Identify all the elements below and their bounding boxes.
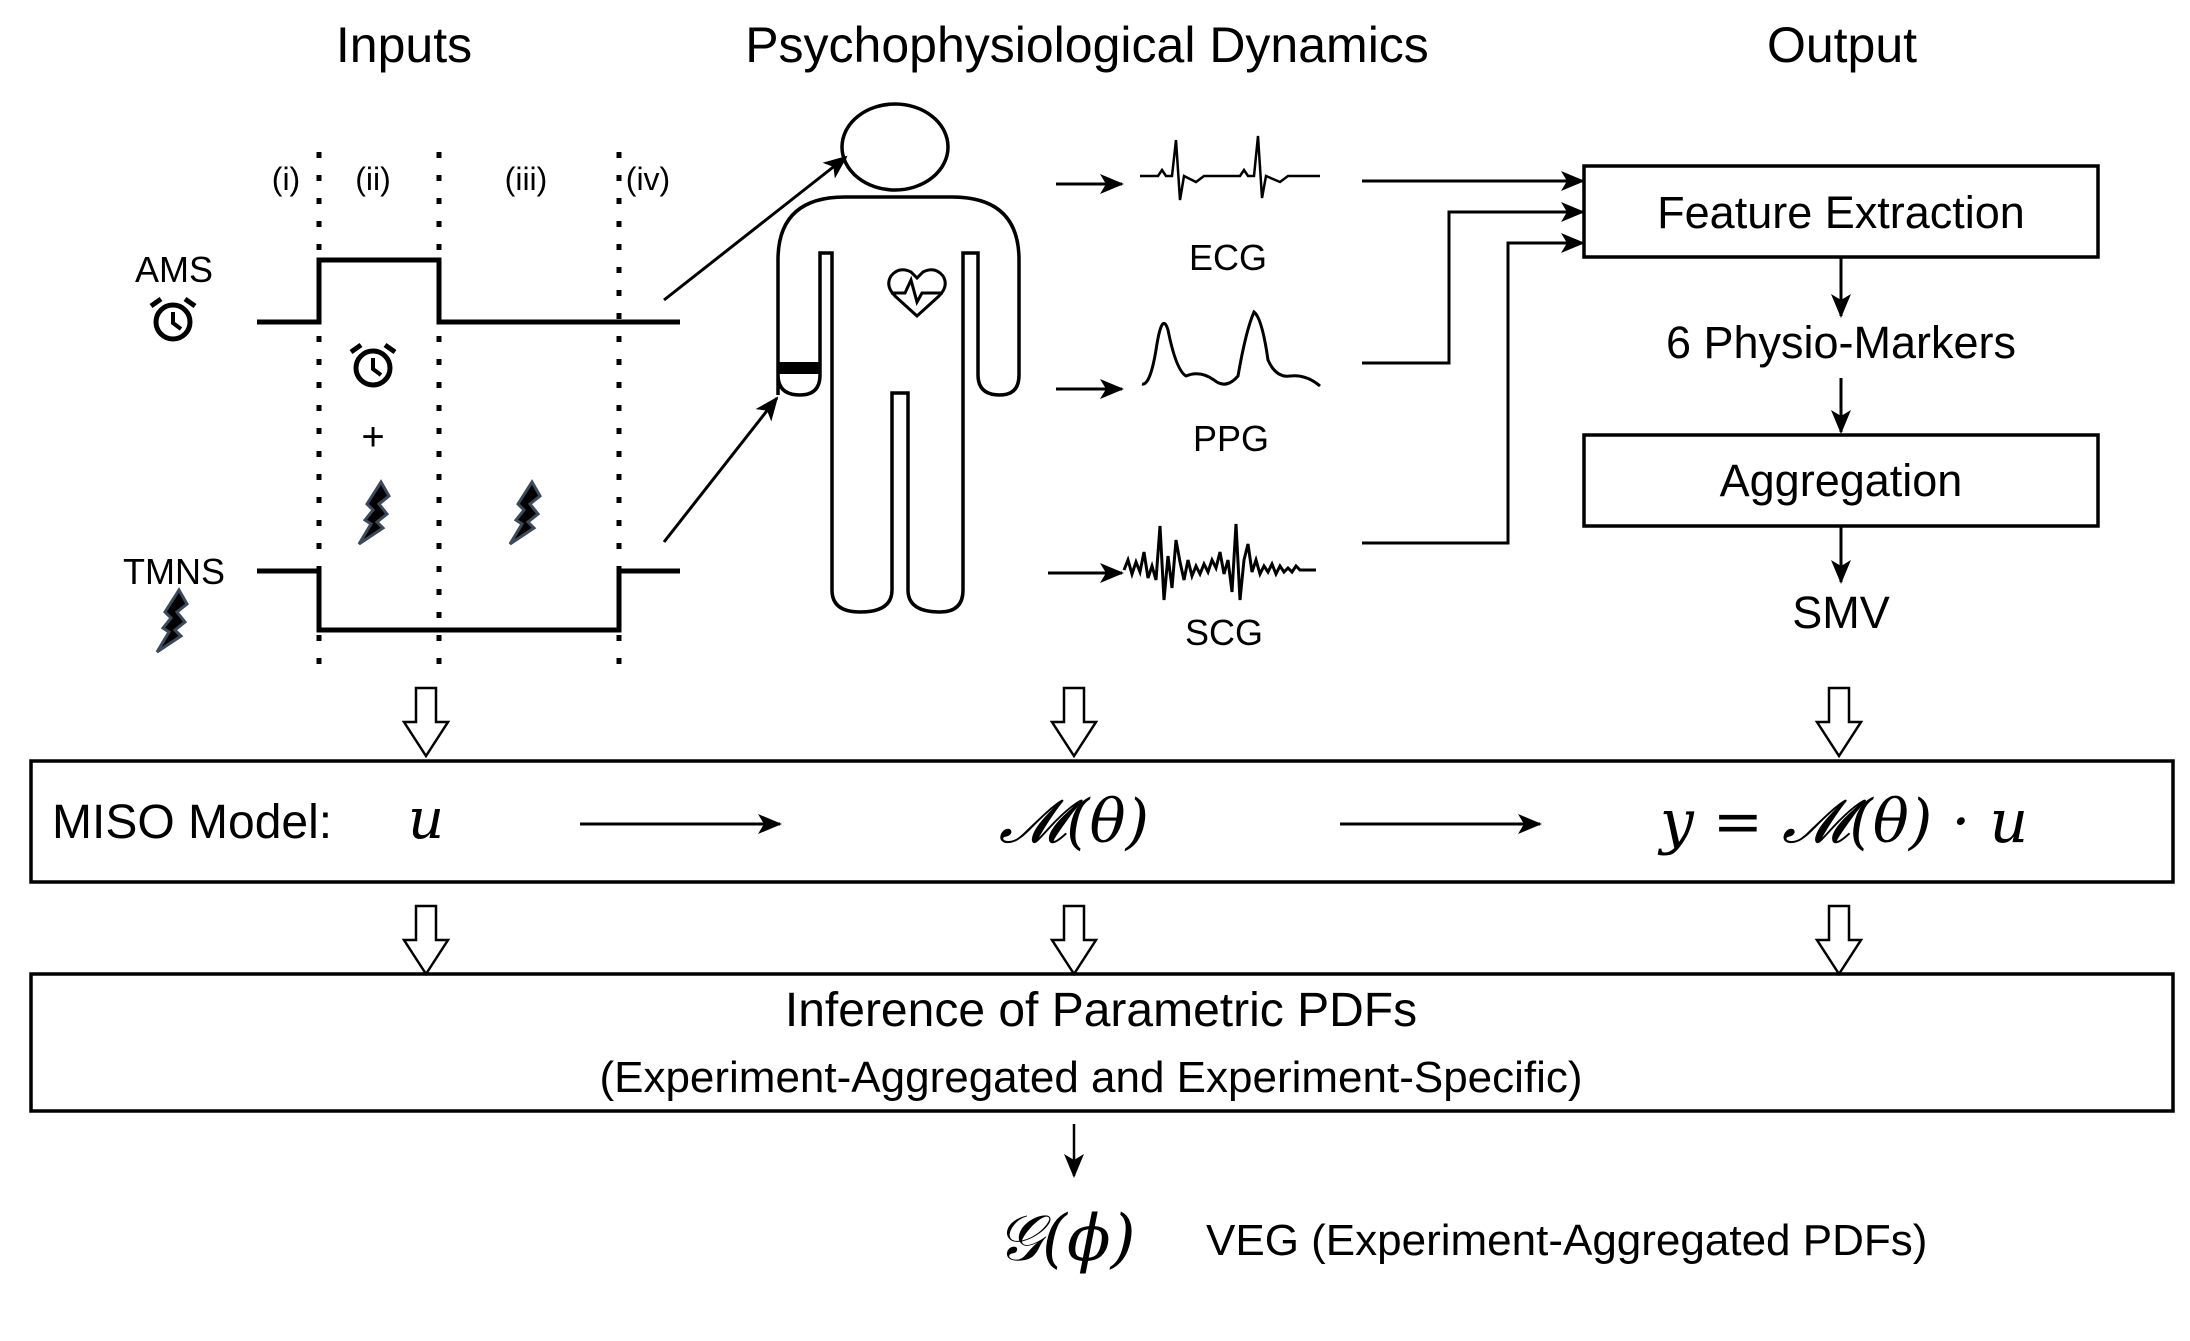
alarm-clock-icon: [151, 299, 195, 339]
plus-sign: +: [361, 415, 384, 459]
aggregation-label: Aggregation: [1720, 455, 1963, 506]
result-description: VEG (Experiment-Aggregated PDFs): [1206, 1216, 1927, 1265]
inference-subtitle: (Experiment-Aggregated and Experiment-Sp…: [599, 1053, 1582, 1102]
miso-model-box: MISO Model: u 𝓜(θ) y = 𝓜(θ) · u: [29, 759, 2175, 884]
header-dynamics: Psychophysiological Dynamics: [745, 17, 1429, 73]
feature-extraction-label: Feature Extraction: [1657, 187, 2025, 238]
ecg-waveform: [1140, 135, 1320, 201]
inference-box: Inference of Parametric PDFs (Experiment…: [29, 972, 2175, 1113]
scg-label: SCG: [1185, 612, 1263, 653]
heart-pulse-icon: [887, 268, 947, 319]
arrow-ams-to-head: [663, 155, 848, 302]
miso-output-equation: y = 𝓜(θ) · u: [1657, 787, 2028, 857]
signal-connectors: [1362, 171, 1585, 545]
hollow-arrow-output-2: [1815, 904, 1863, 976]
smv-label: SMV: [1792, 587, 1890, 638]
output-pipeline: Feature Extraction 6 Physio-Markers Aggr…: [1582, 164, 2100, 638]
lightning-icon: [508, 480, 542, 546]
alarm-clock-icon: [351, 345, 395, 385]
hollow-arrow-output: [1815, 686, 1863, 758]
tmns-label: TMNS: [123, 551, 225, 592]
inputs-panel: (i) (ii) (iii) (iv) AMS + TMNS: [123, 152, 848, 665]
phase-label-iii: (iii): [505, 161, 548, 197]
ams-label: AMS: [135, 249, 213, 290]
result-symbol: 𝒢(ϕ): [996, 1202, 1135, 1276]
lightning-icon: [357, 480, 391, 546]
ecg-label: ECG: [1189, 237, 1267, 278]
phase-label-ii: (ii): [355, 161, 391, 197]
hollow-arrow-inputs: [402, 686, 450, 758]
ppg-label: PPG: [1193, 418, 1269, 459]
head: [840, 102, 950, 192]
physio-markers-label: 6 Physio-Markers: [1666, 317, 2016, 368]
header-inputs: Inputs: [336, 17, 472, 73]
ppg-connector: [1362, 202, 1585, 365]
arrow-tmns-to-wrist: [662, 396, 779, 543]
person-figure: [776, 102, 1021, 614]
hollow-arrow-dynamics: [1050, 686, 1098, 758]
body-outline: [776, 195, 1021, 614]
miso-label: MISO Model:: [52, 796, 332, 849]
ppg-waveform: [1141, 309, 1321, 388]
tmns-waveform: [257, 568, 680, 633]
wristband: [778, 362, 820, 374]
hollow-arrow-dynamics-2: [1050, 904, 1098, 976]
miso-model-symbol: 𝓜(θ): [999, 787, 1149, 857]
signal-traces: ECG PPG SCG: [1048, 135, 1321, 653]
inference-title: Inference of Parametric PDFs: [785, 984, 1417, 1037]
lightning-icon: [155, 588, 189, 654]
phase-label-iv: (iv): [626, 161, 670, 197]
miso-input-symbol: u: [408, 787, 444, 852]
scg-connector: [1362, 233, 1585, 545]
hollow-arrow-inputs-2: [402, 904, 450, 976]
header-output: Output: [1767, 17, 1917, 73]
phase-label-i: (i): [272, 161, 300, 197]
ams-waveform: [257, 257, 680, 325]
scg-waveform: [1122, 523, 1316, 601]
